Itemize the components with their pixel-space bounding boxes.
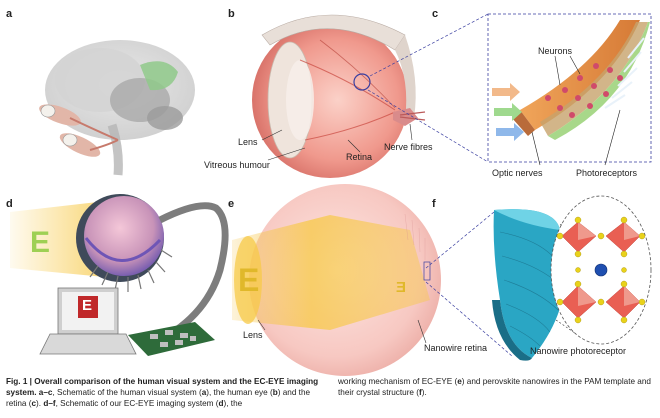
caption-ref: d [218, 399, 224, 408]
figure-caption-left: Fig. 1 | Overall comparison of the human… [6, 376, 328, 409]
panel-label-d: d [6, 198, 13, 210]
nanowire-array-illustration [492, 195, 652, 361]
inverted-image-letter-e: E [396, 279, 407, 296]
label-lens-ec-eye: Lens [243, 330, 263, 340]
panel-label-b: b [228, 8, 235, 20]
panel-label-f: f [432, 198, 436, 210]
caption-ref: a [201, 388, 207, 397]
label-nanowire-photoreceptor: Nanowire photoreceptor [530, 346, 627, 356]
caption-text: ) and perovskite nanowires in the PAM te… [338, 377, 651, 397]
caption-ref: d–f [43, 399, 56, 408]
caption-text: ), the [223, 399, 243, 408]
caption-text: , Schematic of the human visual system ( [52, 388, 202, 397]
label-optic-nerves: Optic nerves [492, 168, 543, 178]
ec-eye-device-illustration [10, 194, 229, 356]
panel-label-c: c [432, 8, 439, 20]
caption-text: ), the human eye ( [206, 388, 273, 397]
caption-ref: f [418, 388, 422, 397]
label-lens-eye: Lens [238, 137, 258, 147]
crystal-structure [556, 216, 646, 324]
light-letter-e: E [30, 226, 51, 259]
caption-text: ). [421, 388, 427, 397]
brain-illustration [39, 40, 195, 176]
caption-text: , Schematic of our EC-EYE imaging system… [55, 399, 219, 408]
panel-label-a: a [6, 8, 13, 20]
caption-ref: c [31, 399, 37, 408]
screen-letter-e: E [82, 297, 93, 314]
caption-ref: b [272, 388, 278, 397]
retina-illustration [487, 13, 652, 166]
projected-letter-e: E [238, 262, 260, 298]
caption-text: working mechanism of EC-EYE ( [338, 377, 458, 386]
caption-ref: e [457, 377, 462, 386]
caption-text: ). [36, 399, 44, 408]
caption-text: ) and the retina ( [6, 388, 311, 408]
caption-title: Fig. 1 | Overall comparison of the human… [6, 377, 319, 397]
label-nanowire-retina: Nanowire retina [424, 343, 488, 353]
label-nerve-fibres: Nerve fibres [384, 142, 433, 152]
caption-ref-a-c: a–c [36, 388, 53, 397]
label-vitreous-humour: Vitreous humour [204, 160, 270, 170]
label-photoreceptors: Photoreceptors [576, 168, 638, 178]
label-neurons: Neurons [538, 46, 573, 56]
ec-eye-mechanism-illustration [232, 184, 441, 376]
panel-label-e: e [228, 198, 235, 210]
human-eye-illustration [252, 14, 426, 178]
figure-caption-right: working mechanism of EC-EYE (e) and pero… [338, 376, 654, 398]
label-retina: Retina [346, 152, 373, 162]
